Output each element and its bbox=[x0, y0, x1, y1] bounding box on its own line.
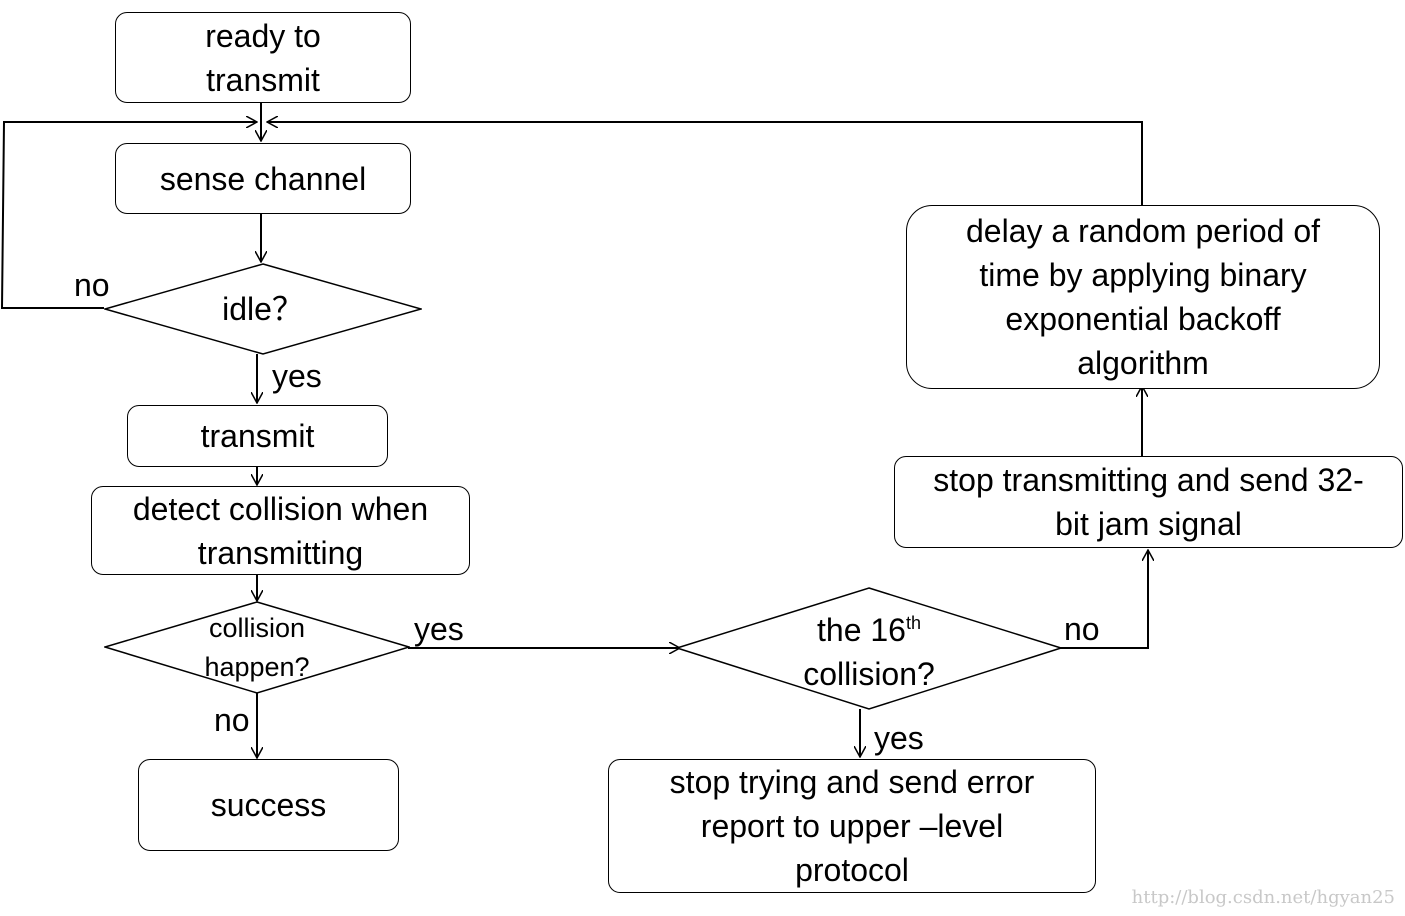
label-sixteenth-yes: yes bbox=[874, 720, 924, 756]
node-stop-transmitting: stop transmitting and send 32- bit jam s… bbox=[894, 456, 1403, 548]
decision-collision-shape bbox=[104, 601, 410, 694]
decision-collision-label: collision happen? bbox=[204, 612, 310, 682]
node-ready-to-transmit: ready to transmit bbox=[115, 12, 411, 103]
decision-sixteenth-shape bbox=[676, 587, 1062, 710]
label-collision-yes: yes bbox=[414, 611, 464, 647]
label-sixteenth-no: no bbox=[1064, 611, 1100, 647]
decision-idle: idle？ bbox=[104, 263, 422, 355]
node-delay-backoff: delay a random period of time by applyin… bbox=[906, 205, 1380, 389]
node-success: success bbox=[138, 759, 399, 851]
arrow-sixteenth-no bbox=[1060, 550, 1148, 649]
node-transmit: transmit bbox=[127, 405, 388, 467]
label-idle-no: no bbox=[74, 267, 110, 303]
watermark-url: http://blog.csdn.net/hgyan25 bbox=[1131, 887, 1395, 908]
arrow-delay-loop bbox=[267, 122, 1143, 205]
node-stop-trying: stop trying and send error report to upp… bbox=[608, 759, 1096, 893]
sixteenth-superscript: th bbox=[905, 613, 921, 634]
node-sense-channel: sense channel bbox=[115, 143, 411, 214]
decision-idle-shape bbox=[104, 263, 422, 355]
decision-idle-label: idle？ bbox=[222, 291, 304, 327]
arrow-idle-no-loop bbox=[0, 122, 257, 309]
node-detect-collision: detect collision when transmitting bbox=[91, 486, 470, 575]
label-collision-no: no bbox=[214, 702, 250, 738]
decision-collision: collision happen? bbox=[104, 601, 410, 694]
label-idle-yes: yes bbox=[272, 358, 322, 394]
